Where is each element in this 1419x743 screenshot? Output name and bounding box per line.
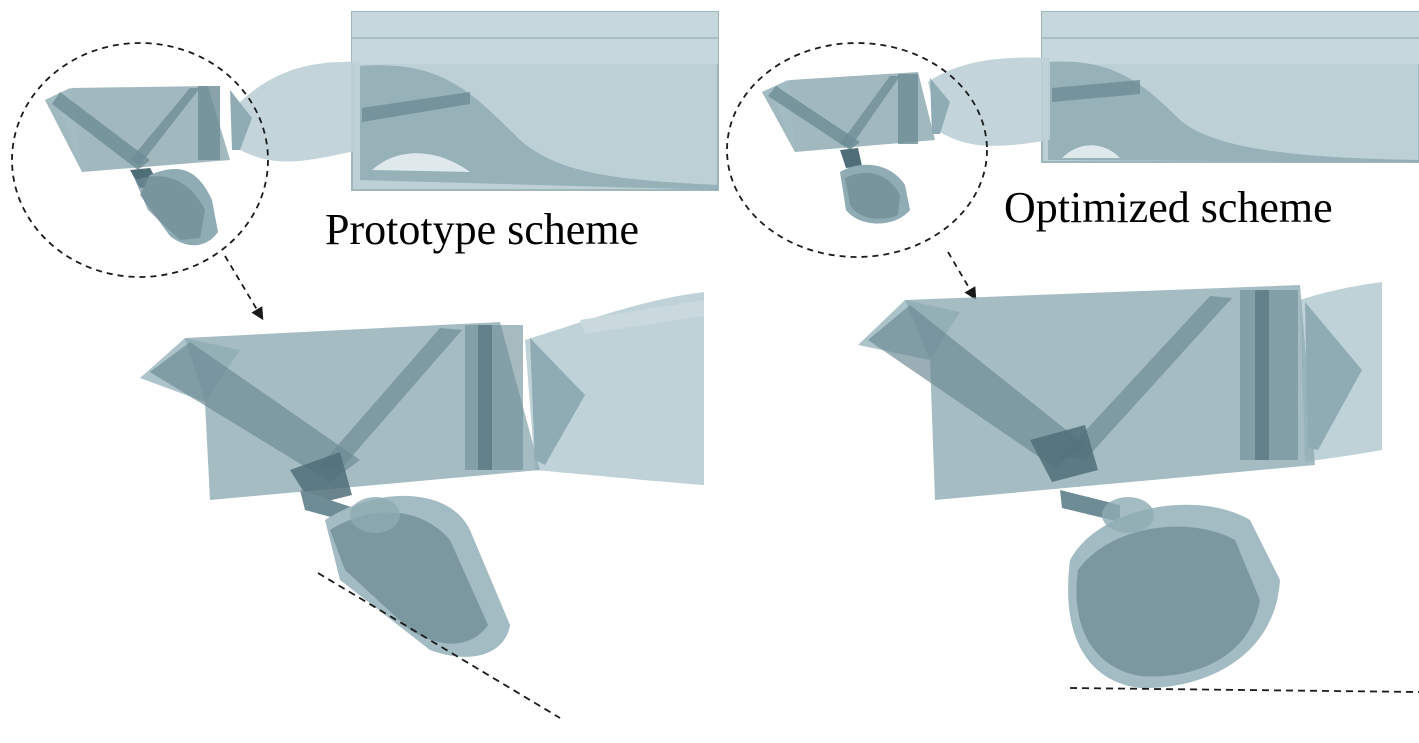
optimized-zoom-circle	[726, 42, 988, 258]
optimized-small-mechanism	[762, 72, 950, 224]
optimized-enlarged-mechanism	[858, 282, 1382, 689]
prototype-shaft	[232, 61, 360, 162]
optimized-shaft	[928, 57, 1050, 146]
optimized-hull-body	[1041, 11, 1419, 163]
prototype-zoom-circle	[11, 42, 269, 278]
prototype-panel	[11, 11, 719, 719]
optimized-zoom-arrow	[947, 251, 977, 301]
optimized-caption: Optimized scheme	[1004, 183, 1333, 232]
prototype-hull-body	[351, 11, 719, 191]
optimized-panel	[726, 11, 1419, 693]
prototype-small-mechanism	[45, 86, 252, 246]
optimized-reference-line	[1069, 687, 1419, 693]
prototype-caption: Prototype scheme	[325, 205, 640, 254]
prototype-enlarged-mechanism	[140, 292, 704, 657]
prototype-zoom-arrow	[224, 255, 264, 321]
